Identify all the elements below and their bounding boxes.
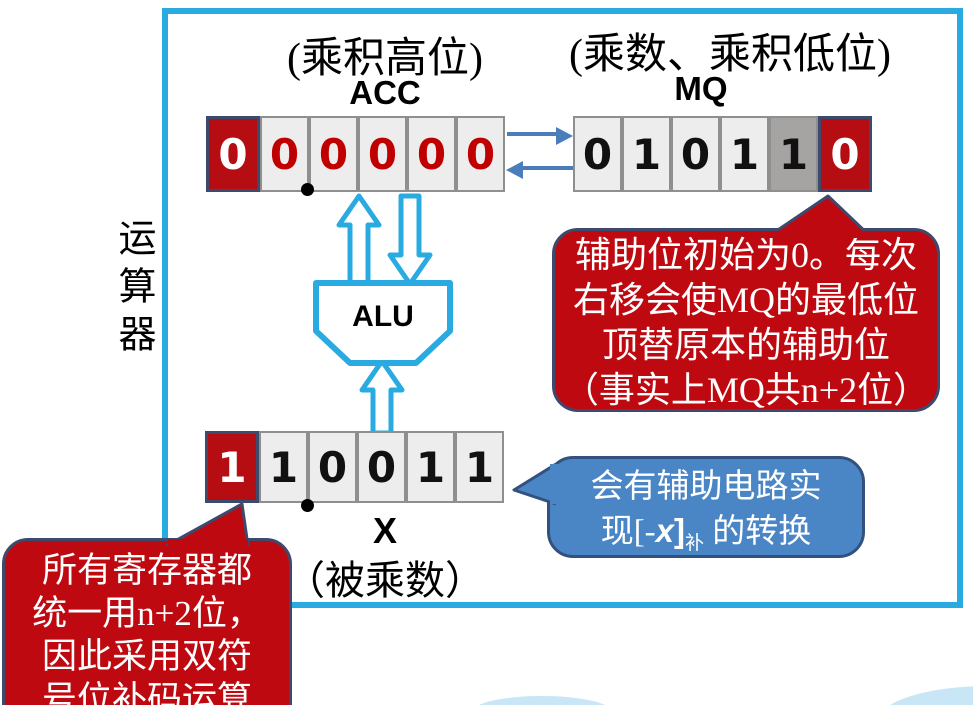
operator-unit-box [162,8,963,608]
mq-auxiliary-bit-cell: 0 [818,116,872,192]
x-cell: 1 [406,431,455,503]
note-line: 因此采用双符 [41,637,252,676]
mq-lowest-bit-cell: 1 [769,116,818,192]
note-line: 统一用n+2位， [32,594,262,633]
mq-to-acc-arrowhead-icon [506,161,523,179]
mq-cell: 0 [573,116,622,192]
acc-to-mq-arrow-line [507,132,559,136]
note-line: 右移会使MQ的最低位 [572,280,919,320]
note-line: （事实上MQ共n+2位） [562,370,930,410]
acc-sign-cell: 0 [206,116,260,192]
acc-cell: 0 [407,116,456,192]
peek-bubble-shape [472,696,612,705]
note-line: 号位补码运算 [41,680,252,705]
variable-x: x [655,512,675,549]
alu-label: ALU [352,300,414,333]
acc-cell: 0 [456,116,505,192]
x-cell: 0 [357,431,406,503]
acc-caption: (乘积高位) [287,36,483,82]
x-register: 1 1 0 0 1 1 [205,431,504,503]
mq-to-acc-arrow-line [522,166,574,170]
mq-cell: 1 [720,116,769,192]
note-line: 所有寄存器都 [41,551,252,590]
note-line: 顶替原本的辅助位 [601,325,890,365]
acc-to-mq-arrowhead-icon [556,127,573,145]
complement-subscript: 补 [685,533,705,554]
register-note-tail [165,502,250,546]
acc-cell: 0 [358,116,407,192]
x-complement-note-bubble: 会有辅助电路实 现[-x]补 的转换 [547,456,865,558]
mq-name: MQ [674,70,728,107]
x-binary-point-dot [301,499,314,512]
acc-cell: 0 [309,116,358,192]
x-to-alu-up-arrow-icon [359,358,405,436]
mq-note-tail [765,194,874,238]
note-line: 辅助位初始为0。每次 [574,235,917,275]
mq-cell: 1 [622,116,671,192]
x-note-tail [512,462,558,506]
x-caption: （被乘数） [285,558,485,603]
x-name: X [372,510,397,551]
alu-to-acc-up-arrow-icon [336,193,382,287]
x-cell: 1 [455,431,504,503]
alu-shape [313,280,453,366]
acc-cell: 0 [260,116,309,192]
acc-name: ACC [349,74,421,111]
mq-caption: (乘数、乘积低位) [569,32,891,78]
x-sign-cell: 1 [205,431,259,503]
mq-register: 0 1 0 1 1 0 [573,116,872,192]
acc-register: 0 0 0 0 0 0 [206,116,505,192]
peek-bubble-shape [878,686,973,705]
x-cell: 1 [259,431,308,503]
note-line: 会有辅助电路实 [590,469,822,505]
x-cell: 0 [308,431,357,503]
register-width-note-bubble: 所有寄存器都 统一用n+2位， 因此采用双符 号位补码运算 [2,538,292,705]
mq-auxiliary-note-bubble: 辅助位初始为0。每次 右移会使MQ的最低位 顶替原本的辅助位 （事实上MQ共n+… [552,228,940,412]
acc-to-alu-down-arrow-icon [387,193,433,287]
note-line: 现[-x]补 的转换 [600,512,812,554]
acc-binary-point-dot [301,183,314,196]
mq-cell: 0 [671,116,720,192]
operator-unit-label: 运算器 [112,218,154,362]
